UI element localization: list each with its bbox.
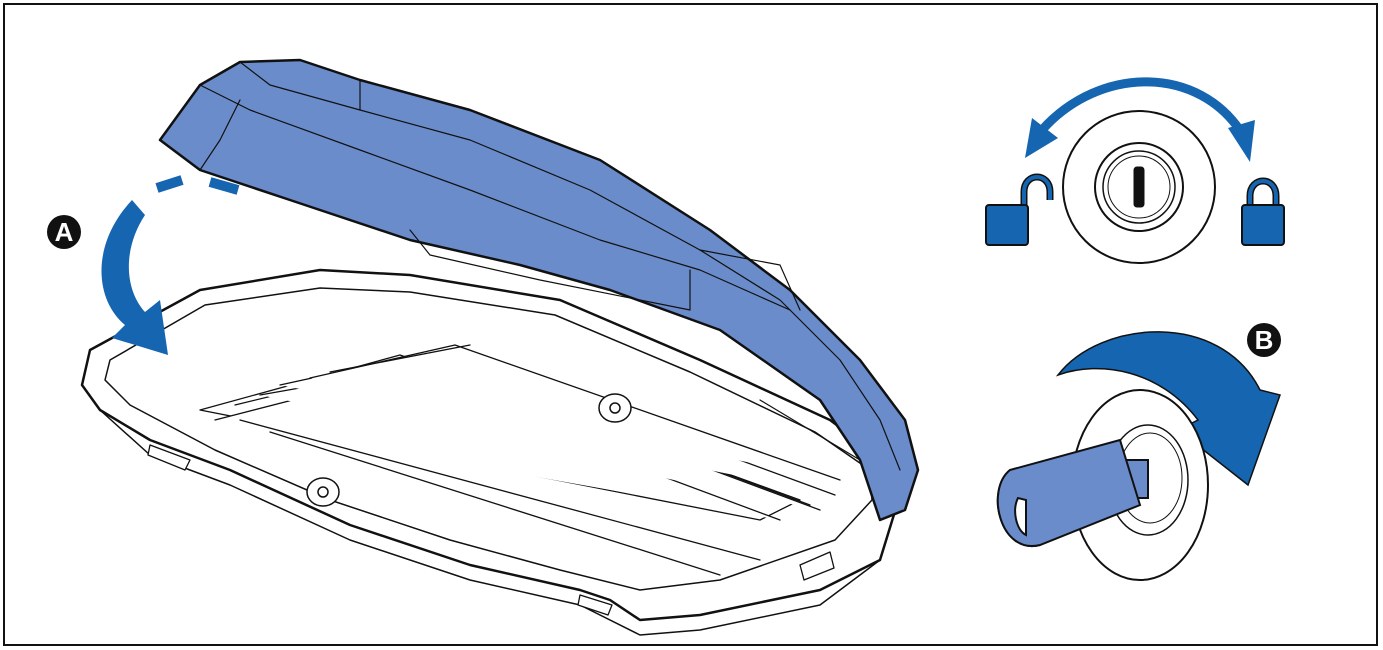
step-b-badge: B [1247,323,1281,357]
step-a-label: A [55,217,74,247]
key-turn-diagram [996,331,1281,581]
mount-knob [306,393,632,507]
step-b-label: B [1255,325,1274,355]
floor-rails [199,344,841,576]
lock-cylinder-icon [1062,110,1216,264]
locked-padlock-icon [1241,177,1285,246]
rotation-arrow [1038,77,1247,138]
lid-contours [199,61,901,471]
close-lid-arrow [101,200,168,355]
roof-box-feet [147,444,835,616]
curved-arrow-icon [101,175,240,355]
turn-arrow [1055,331,1281,487]
lock-diagram [985,77,1285,264]
rotation-arrowhead-right [1228,120,1255,162]
roof-box-skirt [99,409,881,636]
unlocked-padlock-icon [985,173,1054,246]
rotation-arrowhead-left [1025,118,1058,158]
roof-box-lid [158,58,920,522]
roof-box-icon [80,58,920,636]
key-icon [996,438,1149,548]
step-a-badge: A [47,215,81,249]
